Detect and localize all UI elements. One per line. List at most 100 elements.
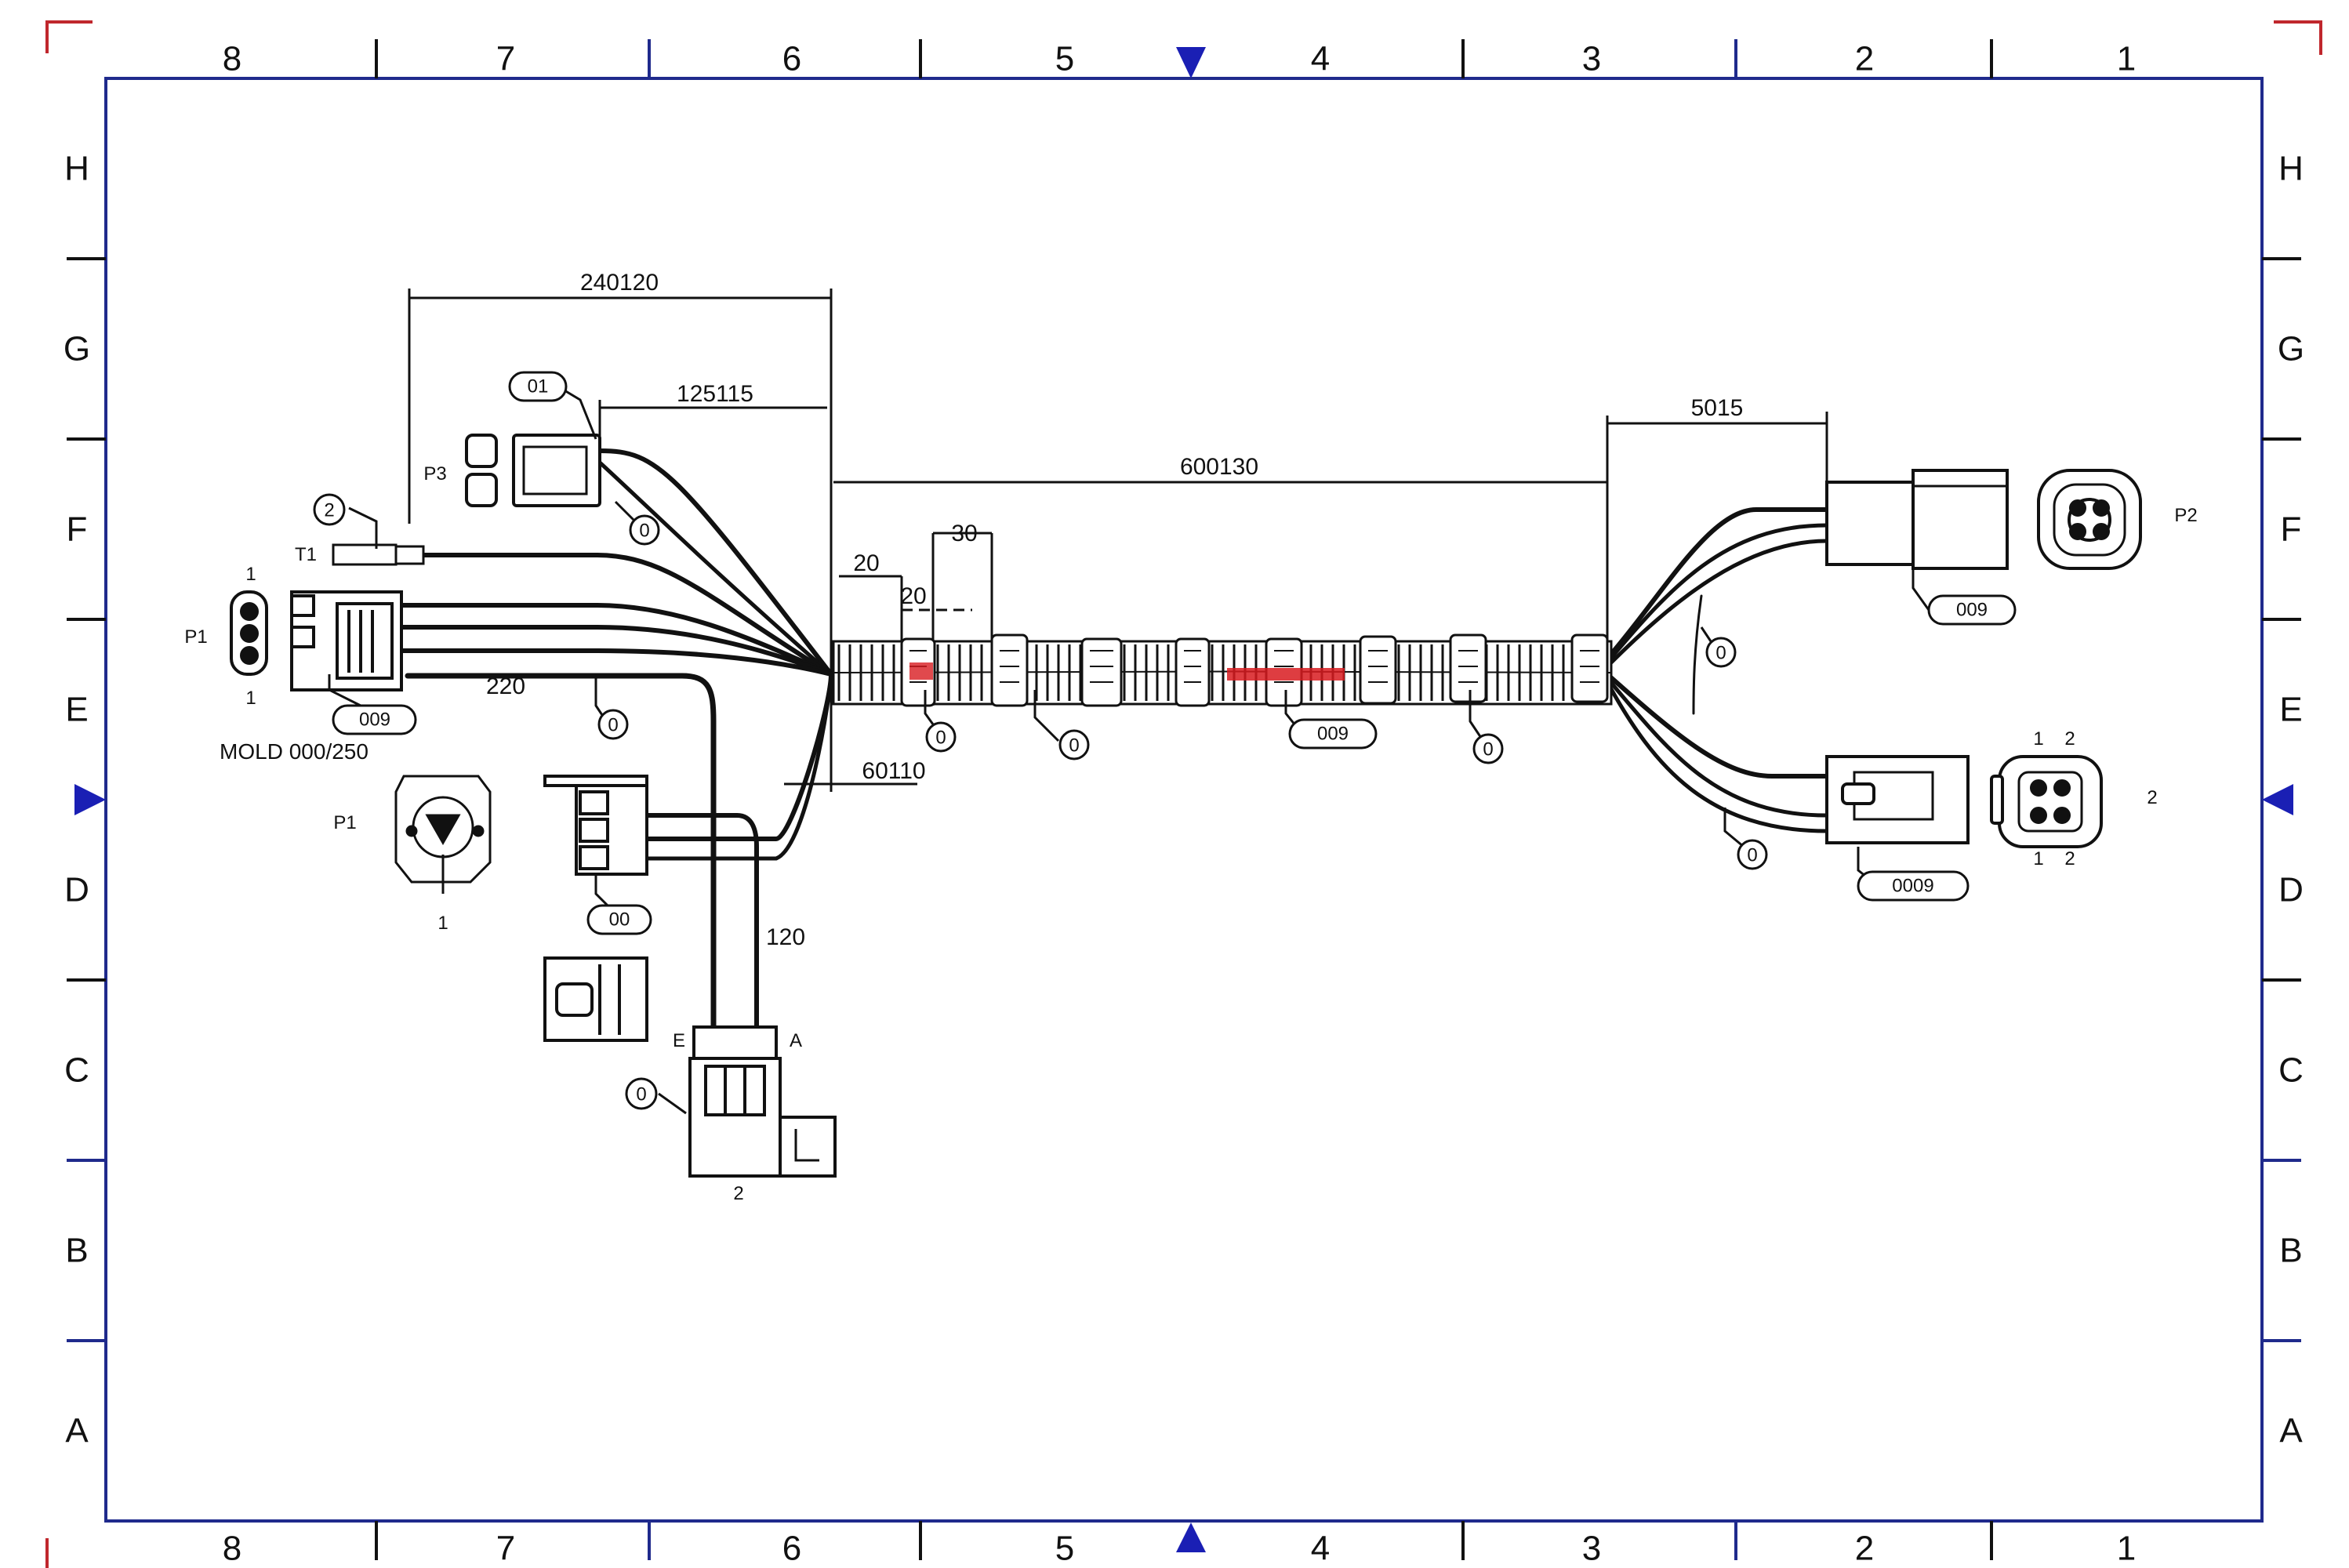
- svg-text:009: 009: [359, 709, 390, 730]
- bottom-center-arrow: [1176, 1523, 1206, 1552]
- row-label: A: [65, 1412, 89, 1450]
- dim-right-branch: 5015: [1691, 395, 1744, 421]
- row-label: F: [2281, 510, 2302, 549]
- balloon-right-upper: 0: [1705, 637, 1737, 668]
- row-label: E: [2279, 691, 2302, 729]
- balloon-bottom-connector: 0: [625, 1077, 658, 1110]
- dim-branch-top: 125115: [677, 381, 753, 407]
- balloon-right-lower: 0: [1737, 839, 1768, 870]
- svg-text:0: 0: [639, 520, 649, 541]
- dim-sleeve-a: 30: [951, 521, 977, 546]
- col-label: 8: [223, 40, 241, 78]
- p3-label: P3: [423, 463, 446, 485]
- p1-connector: [230, 590, 403, 691]
- svg-text:0: 0: [1715, 642, 1726, 663]
- balloon-trunk-a: 0: [925, 721, 957, 753]
- bottom-connector-label: 2: [733, 1183, 743, 1204]
- corner-marks: [45, 20, 2322, 1568]
- p1-face-pin-label: 1: [437, 913, 448, 934]
- dim-sleeve-b: 20: [853, 550, 879, 576]
- row-label: H: [2278, 150, 2304, 188]
- j2-label: 2: [2147, 787, 2157, 808]
- row-labels-right: H G F E D C B A: [2278, 150, 2304, 1450]
- j2-connector: [1825, 755, 2103, 848]
- centering-arrows: [74, 47, 2293, 1552]
- row-label: B: [2279, 1232, 2302, 1270]
- row-label: B: [65, 1232, 88, 1270]
- column-ticks: [375, 39, 1993, 1560]
- balloon-wire-e: 0: [597, 709, 629, 740]
- bottom-e-label: E: [673, 1030, 685, 1051]
- sleeve-clips: [900, 633, 1609, 707]
- balloon-mid-pair: 00: [586, 904, 652, 935]
- col-label: 7: [496, 40, 515, 78]
- top-center-arrow: [1176, 47, 1206, 78]
- p1-face-label: P1: [333, 812, 356, 833]
- bottom-connector: [688, 1025, 837, 1178]
- column-labels-bottom: 8 7 6 5 4 3 2 1: [223, 1530, 2136, 1568]
- col-label: 3: [1582, 1530, 1601, 1568]
- col-label: 6: [782, 40, 801, 78]
- dim-trunk-lower: 60110: [862, 758, 925, 784]
- col-label: 4: [1311, 40, 1330, 78]
- col-label: 7: [496, 1530, 515, 1568]
- j1-connector: [1825, 469, 2142, 570]
- svg-text:009: 009: [1317, 723, 1349, 744]
- p1-label: P1: [184, 626, 207, 648]
- row-ticks: [67, 257, 2301, 1342]
- p1-face: [394, 775, 492, 894]
- j2-pin-label: 2: [2064, 728, 2075, 750]
- row-label: C: [2278, 1051, 2304, 1090]
- wire-bundle: [398, 448, 1833, 1046]
- balloon-left-single: 2: [313, 493, 346, 526]
- p1-pin-label: 1: [245, 688, 256, 709]
- balloon-right-d-quad: 0009: [1857, 870, 1970, 902]
- j2-pin-label: 2: [2064, 848, 2075, 869]
- connector-labels: P3 T1 P1 MOLD 000/250 P1 P2 2 2 E A 1 1 …: [184, 463, 2197, 1204]
- dim-sleeve-c: 20: [900, 583, 926, 609]
- balloon-trunk-c: 0: [1472, 733, 1504, 764]
- col-label: 5: [1055, 40, 1074, 78]
- lower-left-connector: [543, 775, 648, 876]
- row-label: D: [2278, 871, 2304, 909]
- col-label: 3: [1582, 40, 1601, 78]
- dimension-texts: 240120 125115 600130 5015 30 20 20 220 6…: [486, 270, 1743, 950]
- row-label: G: [2278, 330, 2304, 368]
- row-label: E: [65, 691, 88, 729]
- row-label: H: [64, 150, 89, 188]
- svg-text:0: 0: [1747, 844, 1757, 866]
- p1-part-number: MOLD 000/250: [220, 739, 369, 764]
- c-zone-connector: [543, 956, 648, 1042]
- row-label: G: [64, 330, 90, 368]
- svg-text:0: 0: [1069, 735, 1079, 756]
- j2-pin-label: 1: [2033, 848, 2043, 869]
- p1-pin-label: 1: [245, 564, 256, 585]
- col-label: 6: [782, 1530, 801, 1568]
- col-label: 8: [223, 1530, 241, 1568]
- svg-text:0009: 0009: [1892, 875, 1933, 896]
- dim-trunk: 600130: [1180, 454, 1258, 480]
- col-label: 2: [1855, 40, 1874, 78]
- t1-terminal: [332, 543, 425, 566]
- bottom-a-label: A: [790, 1030, 802, 1051]
- col-label: 2: [1855, 1530, 1874, 1568]
- svg-text:2: 2: [324, 499, 334, 521]
- top-connector: [465, 434, 601, 507]
- col-label: 5: [1055, 1530, 1074, 1568]
- row-label: D: [64, 871, 89, 909]
- balloon-right-f-triple: 009: [1927, 594, 2017, 626]
- svg-text:01: 01: [528, 376, 549, 397]
- dimension-lines: [408, 289, 1828, 792]
- balloon-trunk-triple: 009: [1288, 718, 1378, 750]
- svg-text:0: 0: [608, 714, 618, 735]
- row-label: A: [2279, 1412, 2303, 1450]
- balloon-top-pair: 01: [508, 371, 568, 402]
- j1-label: P2: [2174, 505, 2197, 526]
- dim-overall-left: 240120: [580, 270, 659, 296]
- row-labels-left: H G F E D C B A: [64, 150, 90, 1450]
- j2-pin-label: 1: [2033, 728, 2043, 750]
- right-center-arrow: [2262, 784, 2293, 815]
- left-center-arrow: [74, 784, 106, 815]
- balloon-wire-f: 0: [629, 514, 660, 546]
